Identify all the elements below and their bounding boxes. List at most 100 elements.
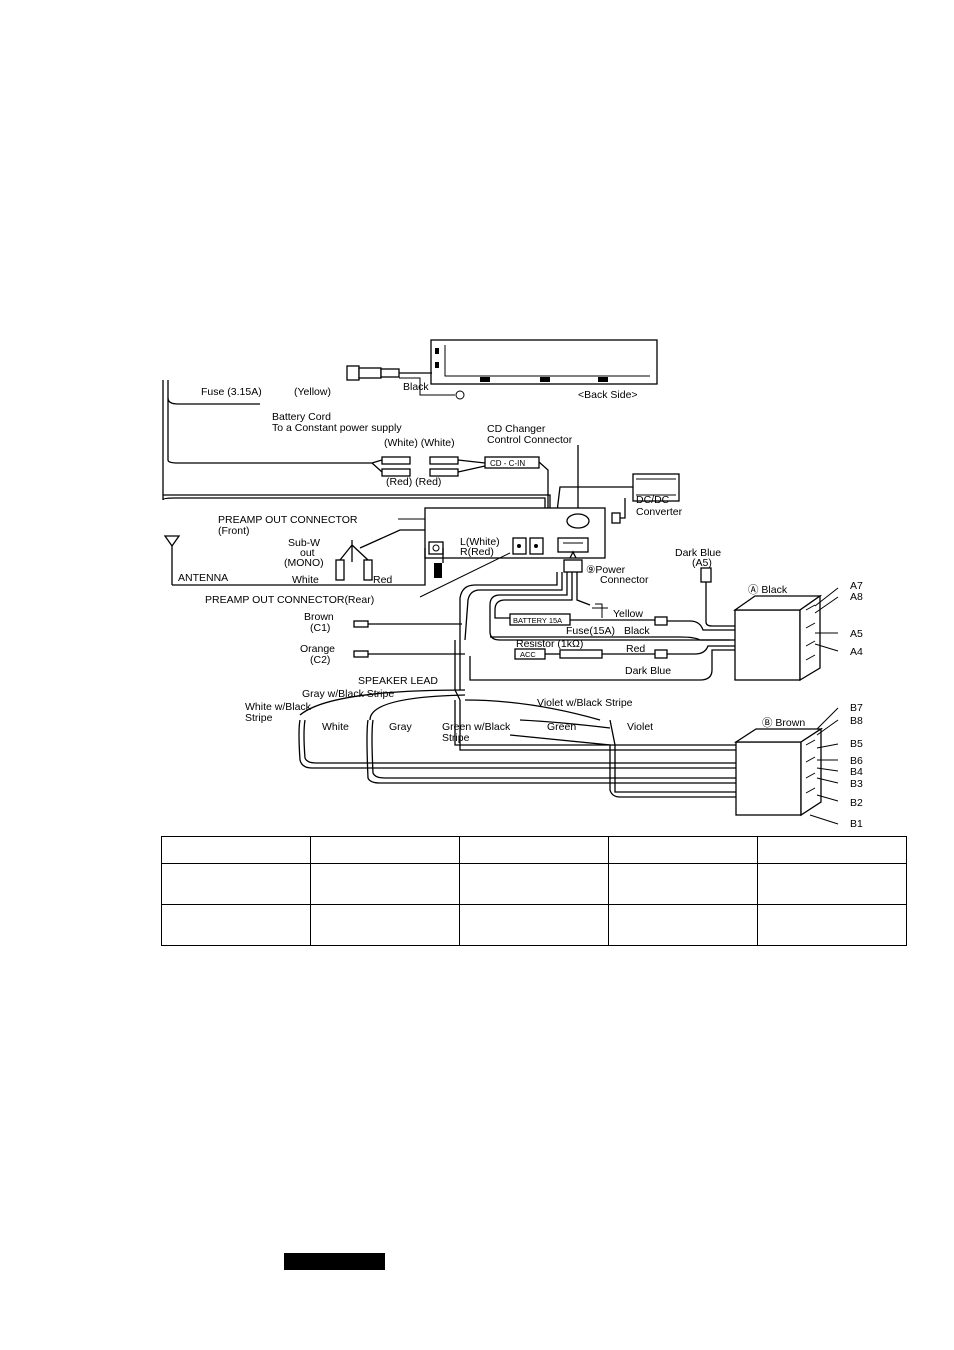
label-preamp-rear: PREAMP OUT CONNECTOR(Rear) xyxy=(205,594,374,606)
table-cell xyxy=(608,863,758,905)
label-resistor: Resistor (1kΩ) xyxy=(516,638,583,650)
label-gray-spk: Gray xyxy=(389,721,413,733)
antenna xyxy=(163,535,426,586)
table-cell xyxy=(161,904,311,946)
table-cell xyxy=(608,904,758,946)
label-a-black: Ⓐ Black xyxy=(748,584,788,596)
label-red-sub: Red xyxy=(373,574,392,586)
pin-label-b3: B3 xyxy=(850,778,863,790)
table-cell xyxy=(608,836,758,864)
label-white-sub: White xyxy=(292,574,319,586)
pin-label-b6: B6 xyxy=(850,755,863,767)
label-white-wb: White w/Black xyxy=(245,701,312,713)
label-control-connector: Control Connector xyxy=(487,434,573,446)
pin-label-a8: A8 xyxy=(850,591,863,603)
label-yellow-mid: Yellow xyxy=(613,608,643,620)
label-constant-power: To a Constant power supply xyxy=(272,422,402,434)
pin-label-a5: A5 xyxy=(850,628,863,640)
label-r-red: R(Red) xyxy=(460,546,494,558)
label-l-white: L(White) xyxy=(460,536,500,548)
label-green-spk: Green xyxy=(547,721,576,733)
label-preamp-front: PREAMP OUT CONNECTOR xyxy=(218,514,358,526)
label-power-connector: ⑨Power xyxy=(586,564,626,576)
label-acc: ACC xyxy=(520,650,536,659)
table-cell xyxy=(459,863,609,905)
spec-table xyxy=(161,836,907,946)
label-gray-wbs: Gray w/Black Stripe xyxy=(302,688,394,700)
label-back-side: <Back Side> xyxy=(578,389,638,401)
label-yellow-top: (Yellow) xyxy=(294,386,331,398)
label-dark-blue-top: Dark Blue xyxy=(675,547,721,559)
label-brown: Brown xyxy=(304,611,334,623)
label-orange: Orange xyxy=(300,643,335,655)
label-red-red: (Red) (Red) xyxy=(386,476,441,488)
pin-label-b2: B2 xyxy=(850,797,863,809)
pin-label-b8: B8 xyxy=(850,715,863,727)
power-harness xyxy=(459,550,730,690)
table-cell xyxy=(459,836,609,864)
label-stripe: Stripe xyxy=(245,712,273,724)
label-black-mid: Black xyxy=(624,625,650,637)
label-dcdc: DC/DC xyxy=(636,494,670,506)
fuse-plug xyxy=(346,365,465,400)
table-cell xyxy=(459,904,609,946)
pin-label-a7: A7 xyxy=(850,580,863,592)
pin-label-b1: B1 xyxy=(850,818,863,830)
label-violet-wbs: Violet w/Black Stripe xyxy=(537,697,633,709)
table-cell xyxy=(310,904,460,946)
label-fuse-15a: Fuse(15A) xyxy=(566,625,615,637)
pin-label-b5: B5 xyxy=(850,738,863,750)
label-battery-15a: BATTERY 15A xyxy=(513,616,562,625)
table-cell xyxy=(161,863,311,905)
left-wire-bundle xyxy=(162,380,551,520)
table-cell xyxy=(310,863,460,905)
table-cell xyxy=(161,836,311,864)
table-cell xyxy=(757,904,907,946)
label-connector: Connector xyxy=(600,574,649,586)
label-white-white: (White) (White) xyxy=(384,437,455,449)
label-a5-paren: (A5) xyxy=(692,557,712,569)
label-white-spk: White xyxy=(322,721,349,733)
label-cd-c-in: CD - C-IN xyxy=(490,459,525,468)
label-speaker-lead: SPEAKER LEAD xyxy=(358,675,438,687)
label-dark-blue-mid: Dark Blue xyxy=(625,665,671,677)
table-row xyxy=(161,836,907,864)
label-c1: (C1) xyxy=(310,622,330,634)
table-cell xyxy=(757,863,907,905)
cd-changer-unit xyxy=(430,339,658,385)
label-cd-changer: CD Changer xyxy=(487,423,546,435)
label-violet-spk: Violet xyxy=(627,721,653,733)
label-converter: Converter xyxy=(636,506,683,518)
rca-cables xyxy=(371,456,549,520)
label-fuse-315: Fuse (3.15A) xyxy=(201,386,262,398)
table-row xyxy=(161,863,907,905)
table-cell xyxy=(310,836,460,864)
label-subw: Sub-W xyxy=(288,537,320,549)
head-unit xyxy=(424,507,606,559)
label-out: out xyxy=(300,547,315,559)
label-stripe2: Stripe xyxy=(442,732,470,744)
label-red-mid: Red xyxy=(626,643,645,655)
label-c2: (C2) xyxy=(310,654,330,666)
pin-label-b7: B7 xyxy=(850,702,863,714)
redaction-bar xyxy=(284,1253,385,1270)
dcdc-converter xyxy=(555,445,680,524)
brown-orange-leads xyxy=(353,620,465,658)
label-b-brown: Ⓑ Brown xyxy=(762,717,805,729)
preamp-front-cables xyxy=(335,518,511,598)
pin-label-a4: A4 xyxy=(850,646,863,658)
table-row xyxy=(161,904,907,946)
label-front: (Front) xyxy=(218,525,250,537)
label-black-top: Black xyxy=(403,381,429,393)
label-battery-cord: Battery Cord xyxy=(272,411,331,423)
label-mono: (MONO) xyxy=(284,557,324,569)
connector-a xyxy=(732,587,839,682)
speaker-lead-bundle xyxy=(298,640,736,798)
a-connector-wires xyxy=(469,567,735,681)
pin-label-b4: B4 xyxy=(850,766,863,778)
table-cell xyxy=(757,836,907,864)
connector-b xyxy=(733,707,839,825)
label-antenna: ANTENNA xyxy=(178,572,228,584)
label-green-wb: Green w/Black xyxy=(442,721,511,733)
